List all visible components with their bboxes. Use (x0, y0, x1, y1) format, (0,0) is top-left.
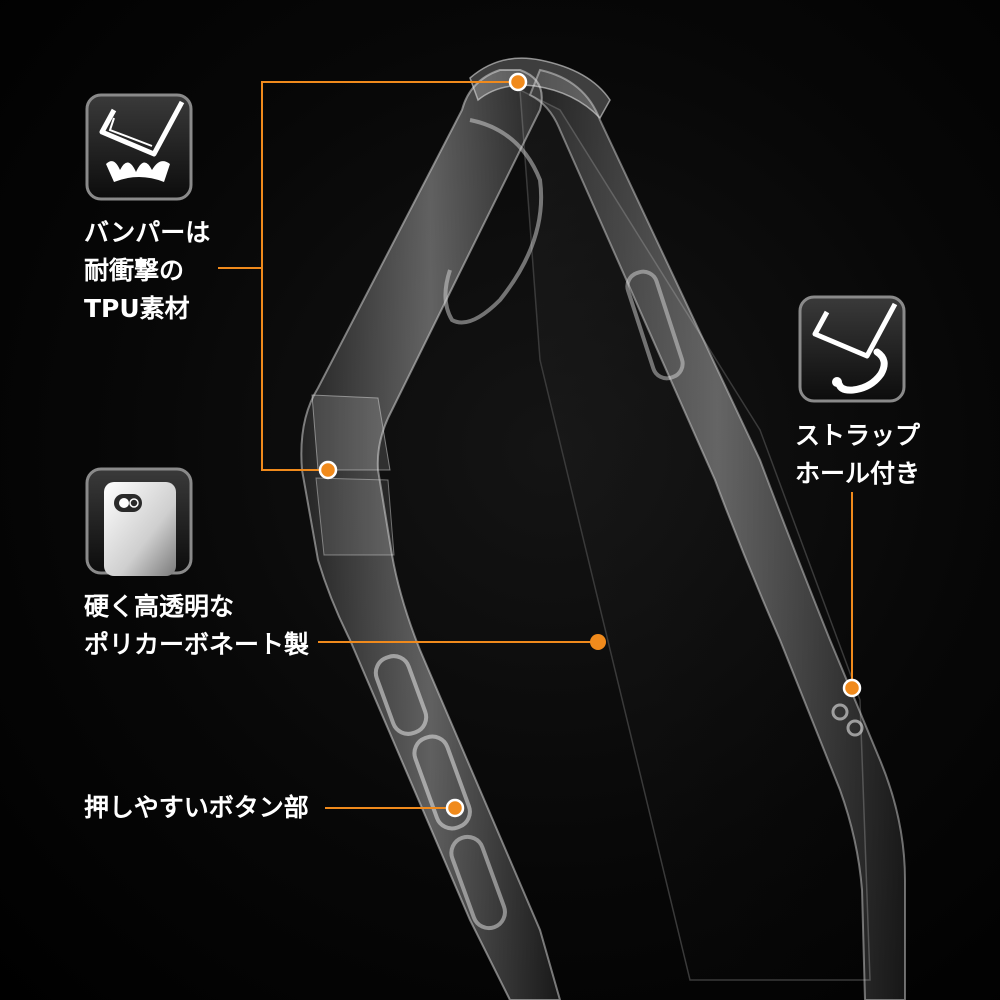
strap-caption-line-2: ホール付き (795, 459, 921, 488)
strap-hole (831, 703, 849, 721)
bumper-callout-line (261, 81, 518, 471)
clear-back-panel (519, 88, 871, 981)
polycarbonate-caption-line-1: 硬く高透明な (84, 592, 235, 621)
polycarbonate-caption-line-2: ポリカーボネート製 (84, 630, 310, 659)
side-corner-bumper-lower (315, 477, 395, 556)
side-button-cover (449, 834, 507, 931)
side-corner-bumper (311, 394, 391, 471)
buttons-callout-dot (445, 798, 465, 818)
strap-caption-line-1: ストラップ (795, 421, 921, 450)
shock-absorb-icon (84, 92, 194, 202)
callout-dots (318, 72, 862, 818)
polycarbonate-caption: 硬く高透明な ポリカーボネート製 (84, 588, 309, 664)
case-inner-contour (443, 118, 544, 325)
volume-button-cover-2 (412, 734, 472, 831)
volume-button-cover-1 (373, 654, 429, 736)
bumper-caption-line-1: バンパーは (84, 218, 211, 247)
buttons-caption: 押しやすいボタン部 (84, 789, 309, 827)
strap-caption: ストラップ ホール付き (795, 417, 920, 493)
bumper-caption-line-3: TPU素材 (84, 294, 190, 323)
polycarbonate-callout-dot (590, 634, 606, 650)
strap-callout-dot (842, 678, 862, 698)
bumper-caption-line-2: 耐衝撃の (84, 256, 185, 285)
strap-hole-icon (797, 294, 907, 404)
strap-hole (846, 719, 864, 737)
power-button-cover (625, 269, 685, 381)
right-bumper-frame (528, 68, 906, 1000)
callout-lines (218, 81, 853, 809)
clear-back-panel-icon (84, 466, 194, 576)
buttons-caption-line-1: 押しやすいボタン部 (84, 793, 309, 822)
left-bumper-frame (300, 69, 562, 1000)
bumper-caption: バンパーは 耐衝撃の TPU素材 (84, 214, 210, 328)
bumper-side-callout-dot (318, 460, 338, 480)
bumper-top-callout-dot (508, 72, 528, 92)
